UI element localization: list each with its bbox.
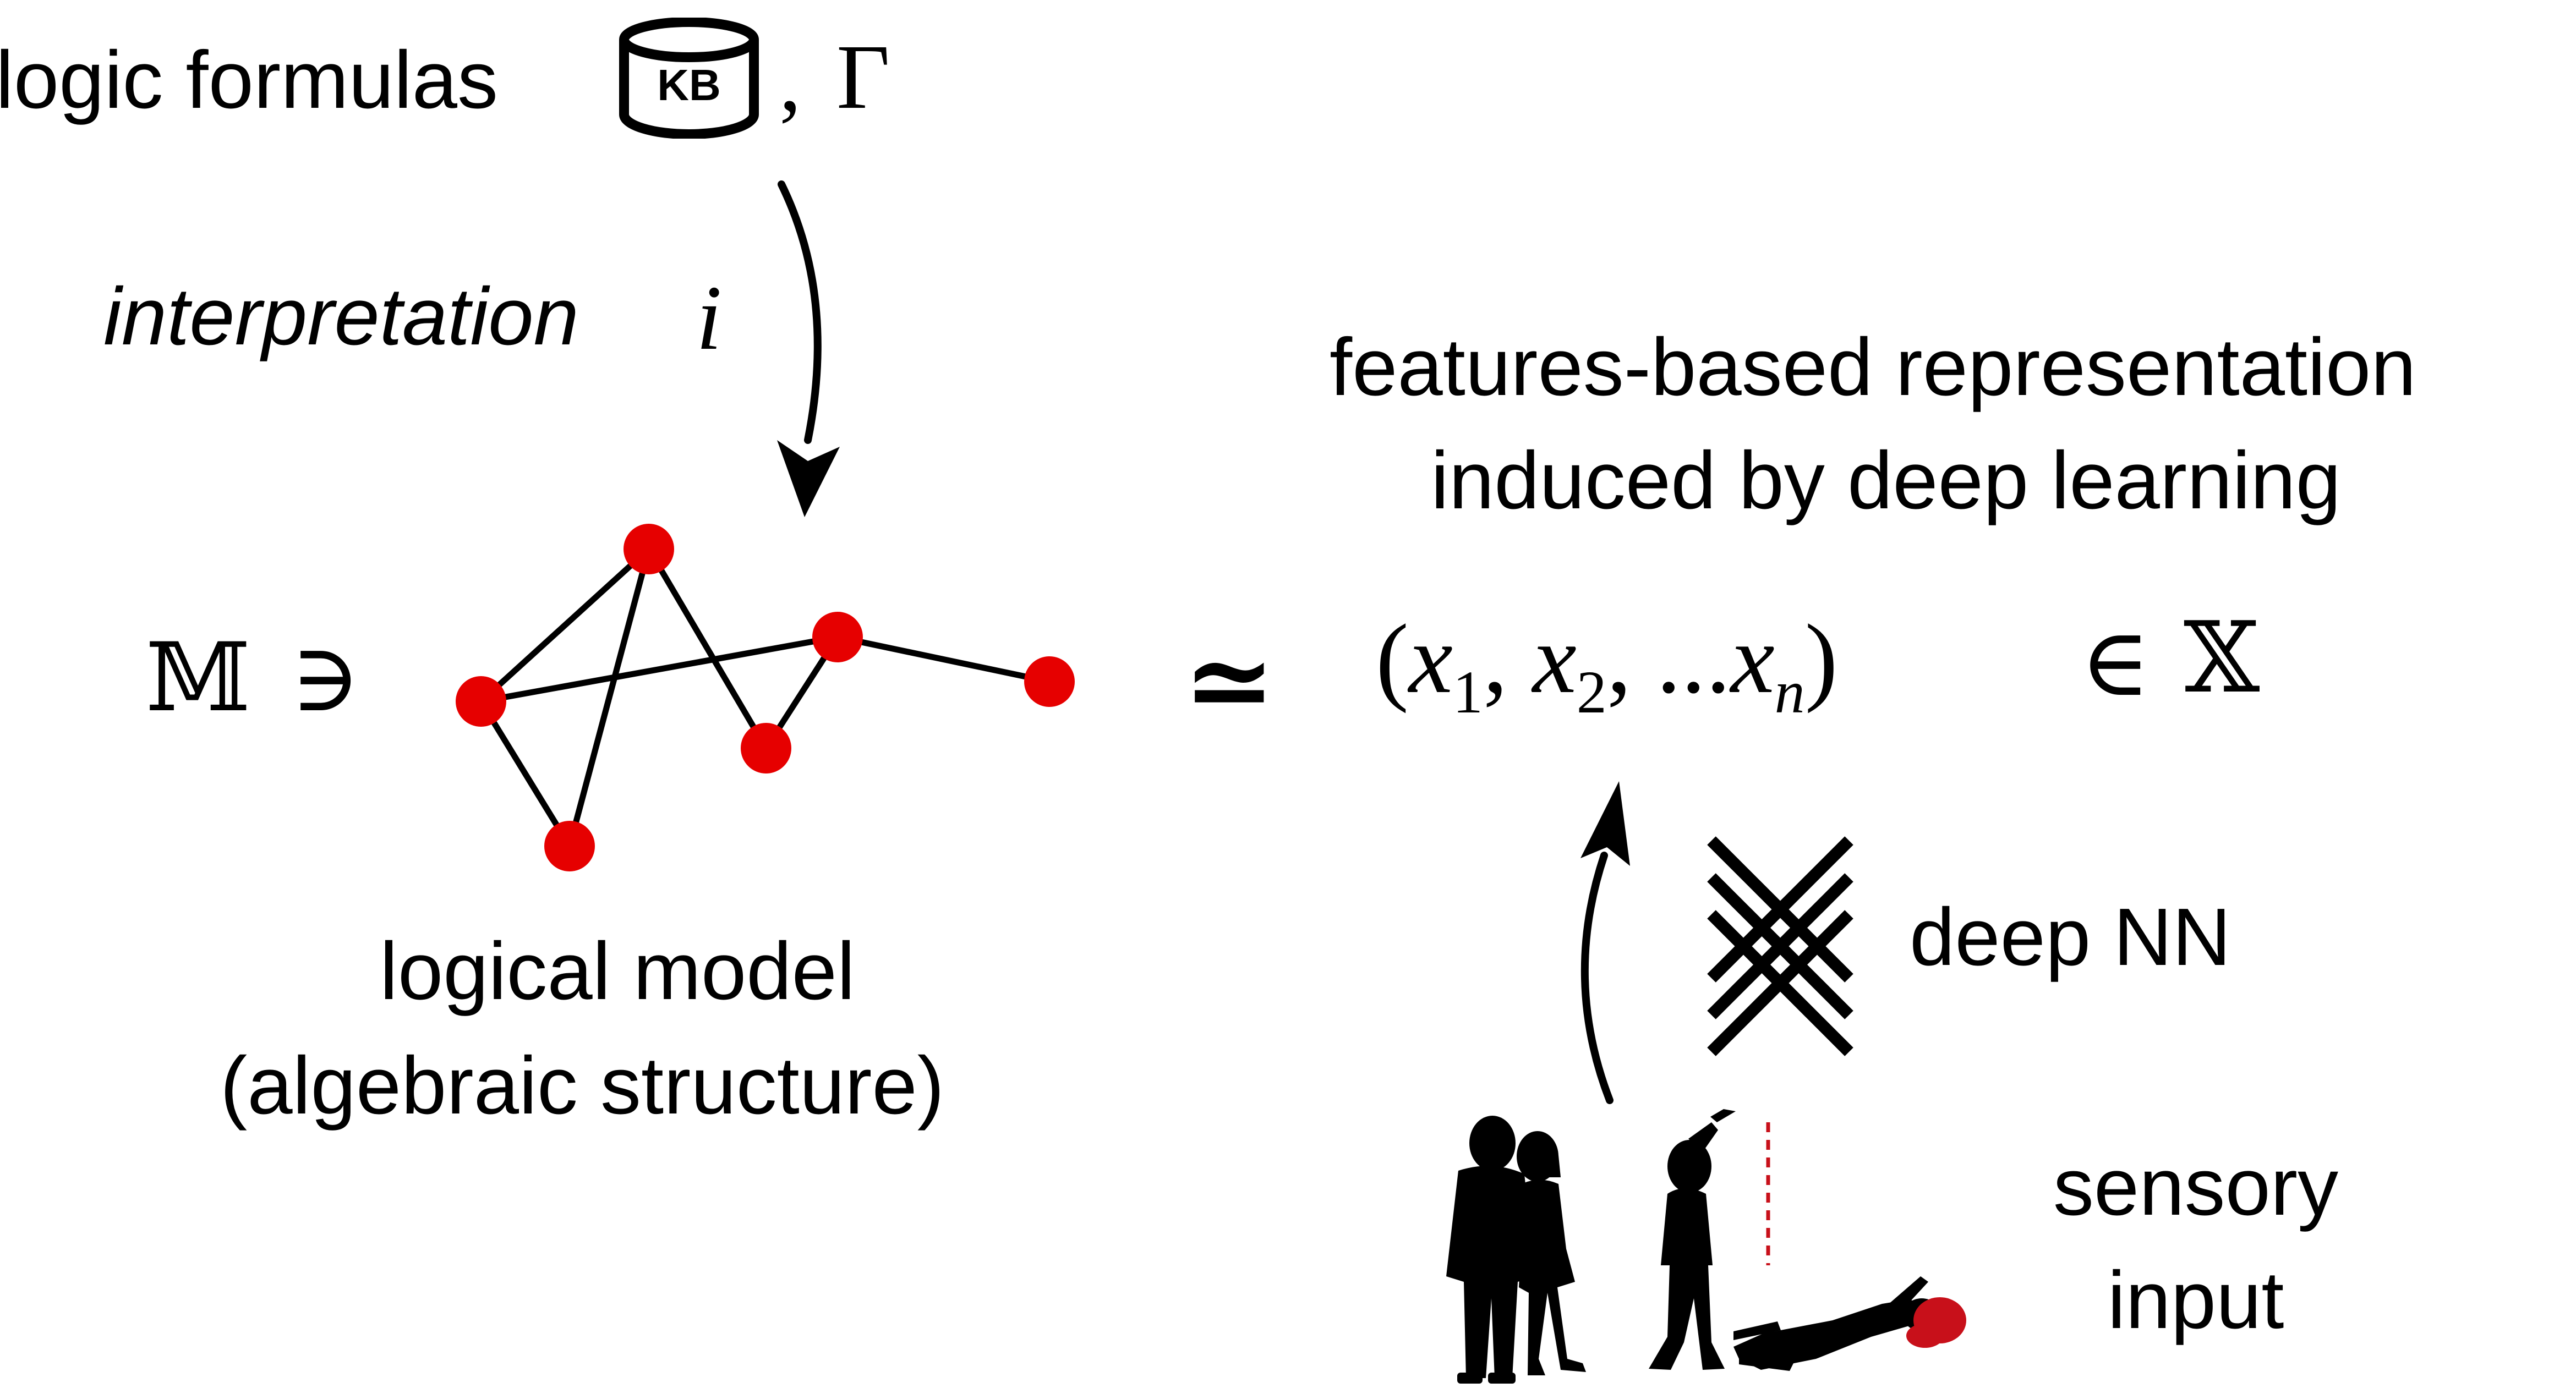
feature-space-symbol: 𝕏 [2184, 604, 2260, 713]
edge-n2-n3 [566, 546, 652, 849]
congruence-symbol: ≃ [1183, 621, 1276, 743]
xn-sub: n [1774, 659, 1805, 726]
features-line-2: induced by deep learning [1431, 435, 2341, 526]
x2-var: x [1532, 604, 1577, 714]
edge-n2-n4 [646, 546, 769, 751]
x1-sub: 1 [1452, 659, 1483, 726]
man-silhouette [1446, 1116, 1535, 1384]
graph-node [456, 676, 506, 727]
x2-sub: 2 [1576, 659, 1607, 726]
comma-separator: , [779, 31, 801, 129]
sensory-line-1: sensory [2053, 1142, 2339, 1232]
features-line-1: features-based representation [1330, 322, 2416, 413]
graph-edges [478, 546, 1053, 849]
interpretation-variable: i [696, 267, 722, 369]
graph-node [1024, 656, 1075, 707]
logic-formulas-label: logic formulas [0, 35, 499, 125]
edge-n1-n2 [478, 546, 652, 705]
logical-model-line-2: (algebraic structure) [220, 1040, 945, 1131]
edge-n1-n5 [478, 634, 841, 705]
sensory-line-2: input [2107, 1255, 2284, 1346]
edge-n5-n6 [834, 634, 1053, 685]
open-paren: ( [1376, 604, 1409, 714]
graph-node [812, 612, 863, 662]
xn-var: x [1730, 604, 1775, 714]
feature-vector: (x1, x2, ...xn) [1376, 610, 1838, 723]
victim-silhouette [1733, 1276, 1940, 1371]
attacker-silhouette [1649, 1109, 1736, 1370]
x1-var: x [1408, 604, 1453, 714]
blood-pool [1906, 1297, 1966, 1348]
woman-silhouette [1517, 1131, 1586, 1375]
sep-1: , [1483, 604, 1533, 714]
graph-nodes [456, 524, 1075, 871]
interpretation-label: interpretation [103, 271, 579, 362]
sep-2: , [1606, 604, 1656, 714]
kb-text: KB [657, 61, 721, 109]
mesh-icon [1707, 836, 1853, 1056]
knowledge-base-icon: KB [619, 18, 759, 139]
graph-node [544, 821, 595, 871]
graph-node [624, 524, 674, 574]
close-paren: ) [1804, 604, 1838, 714]
edge-n1-n3 [478, 698, 573, 849]
ellipsis: ... [1656, 604, 1731, 714]
element-of-symbol: ∈ [2080, 611, 2151, 716]
model-set-symbol: 𝕄 [146, 627, 251, 731]
contains-symbol: ∋ [291, 627, 361, 731]
graph-node [741, 723, 791, 773]
gamma-symbol: Γ [836, 26, 890, 128]
deep-nn-label: deep NN [1910, 892, 2232, 983]
